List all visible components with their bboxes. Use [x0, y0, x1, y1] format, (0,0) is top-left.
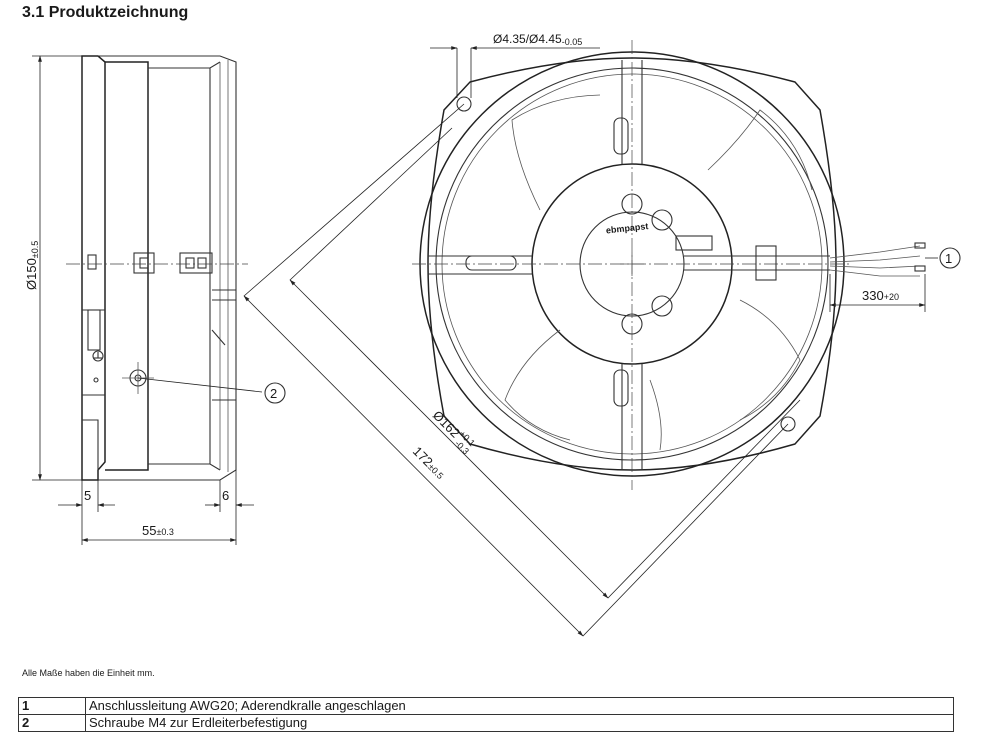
brand-mark: ebmpapst — [605, 221, 648, 235]
dim-height-side: Ø150±0.5 — [24, 241, 40, 290]
dim-hole: Ø4.35/Ø4.45-0.05 — [493, 32, 582, 47]
legend-num: 1 — [18, 697, 86, 715]
legend-text: Schraube M4 zur Erdleiterbefestigung — [85, 714, 954, 732]
units-note: Alle Maße haben die Einheit mm. — [22, 668, 155, 678]
dim-ring-diameter: Ø162+0.1-0.3 — [428, 406, 478, 456]
legend-row: 1 Anschlussleitung AWG20; Aderendkralle … — [18, 697, 954, 715]
side-view: Ø150±0.5 2 — [24, 55, 286, 545]
callout-1-label: 1 — [945, 251, 952, 266]
callout-1 — [939, 247, 961, 269]
legend-table: 1 Anschlussleitung AWG20; Aderendkralle … — [18, 697, 954, 732]
dim-offset-left: 5 — [84, 488, 91, 503]
dim-flange-diagonal: 172±0.5 — [410, 444, 448, 482]
callout-2-label: 2 — [270, 386, 277, 401]
legend-num: 2 — [18, 714, 86, 732]
dim-offset-right: 6 — [222, 488, 229, 503]
product-drawing: Ø150±0.5 2 — [24, 32, 961, 637]
section-title: 3.1 Produktzeichnung — [22, 4, 189, 21]
legend-text: Anschlussleitung AWG20; Aderendkralle an… — [85, 697, 954, 715]
dim-depth: 55±0.3 — [142, 523, 174, 538]
front-view: ebmpapst 1 330+20 Ø4.35/Ø4.45-0.05 — [243, 32, 961, 637]
legend-row: 2 Schraube M4 zur Erdleiterbefestigung — [18, 714, 954, 732]
dim-cable-length: 330+20 — [862, 288, 899, 303]
